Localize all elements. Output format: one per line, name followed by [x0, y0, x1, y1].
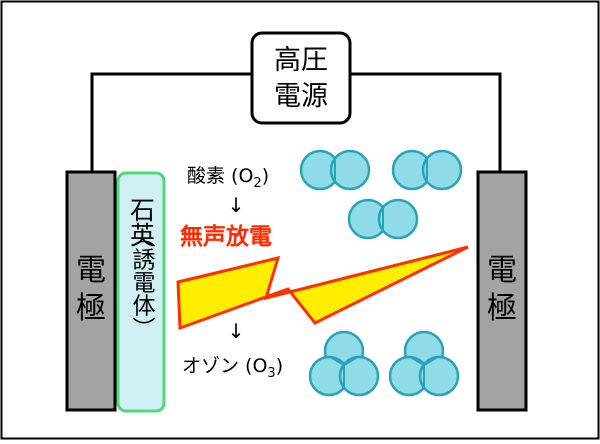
power-source-label-line1: 高圧 — [274, 45, 328, 76]
ozone-molecule-2 — [388, 330, 460, 397]
oxygen-label: 酸素 (O2) — [187, 165, 269, 191]
oxygen-molecule-3 — [347, 198, 419, 240]
electrode-right-char2: 極 — [487, 291, 517, 326]
dielectric-main-label: 石英 — [127, 197, 156, 247]
wire-right — [350, 72, 502, 172]
oxygen-molecule-2 — [391, 149, 463, 191]
electrode-right-char1: 電 — [487, 253, 517, 288]
oxygen-molecules — [299, 149, 463, 240]
electrode-left-char1: 電 — [76, 253, 106, 288]
silent-discharge-label: 無声放電 — [180, 223, 272, 250]
electrode-left-char2: 極 — [76, 291, 106, 326]
ozone-molecules — [308, 330, 460, 397]
power-source-box: 高圧 電源 — [250, 31, 352, 125]
ozone-molecule-1 — [308, 330, 380, 397]
quartz-dielectric: 石英 （誘電体） — [116, 171, 166, 413]
ozone-label: オゾン (O3) — [182, 355, 283, 381]
electrode-left: 電 極 — [65, 170, 117, 412]
wire-left — [90, 72, 252, 172]
arrow-down-bottom: ↓ — [228, 319, 245, 343]
oxygen-molecule-1 — [299, 149, 371, 191]
lightning-bolt-icon — [176, 245, 469, 331]
arrow-down-top: ↓ — [228, 193, 245, 217]
electrode-right: 電 極 — [476, 170, 528, 412]
dielectric-sub-label: （誘電体） — [128, 225, 156, 340]
power-source-label-line2: 電源 — [274, 81, 328, 112]
